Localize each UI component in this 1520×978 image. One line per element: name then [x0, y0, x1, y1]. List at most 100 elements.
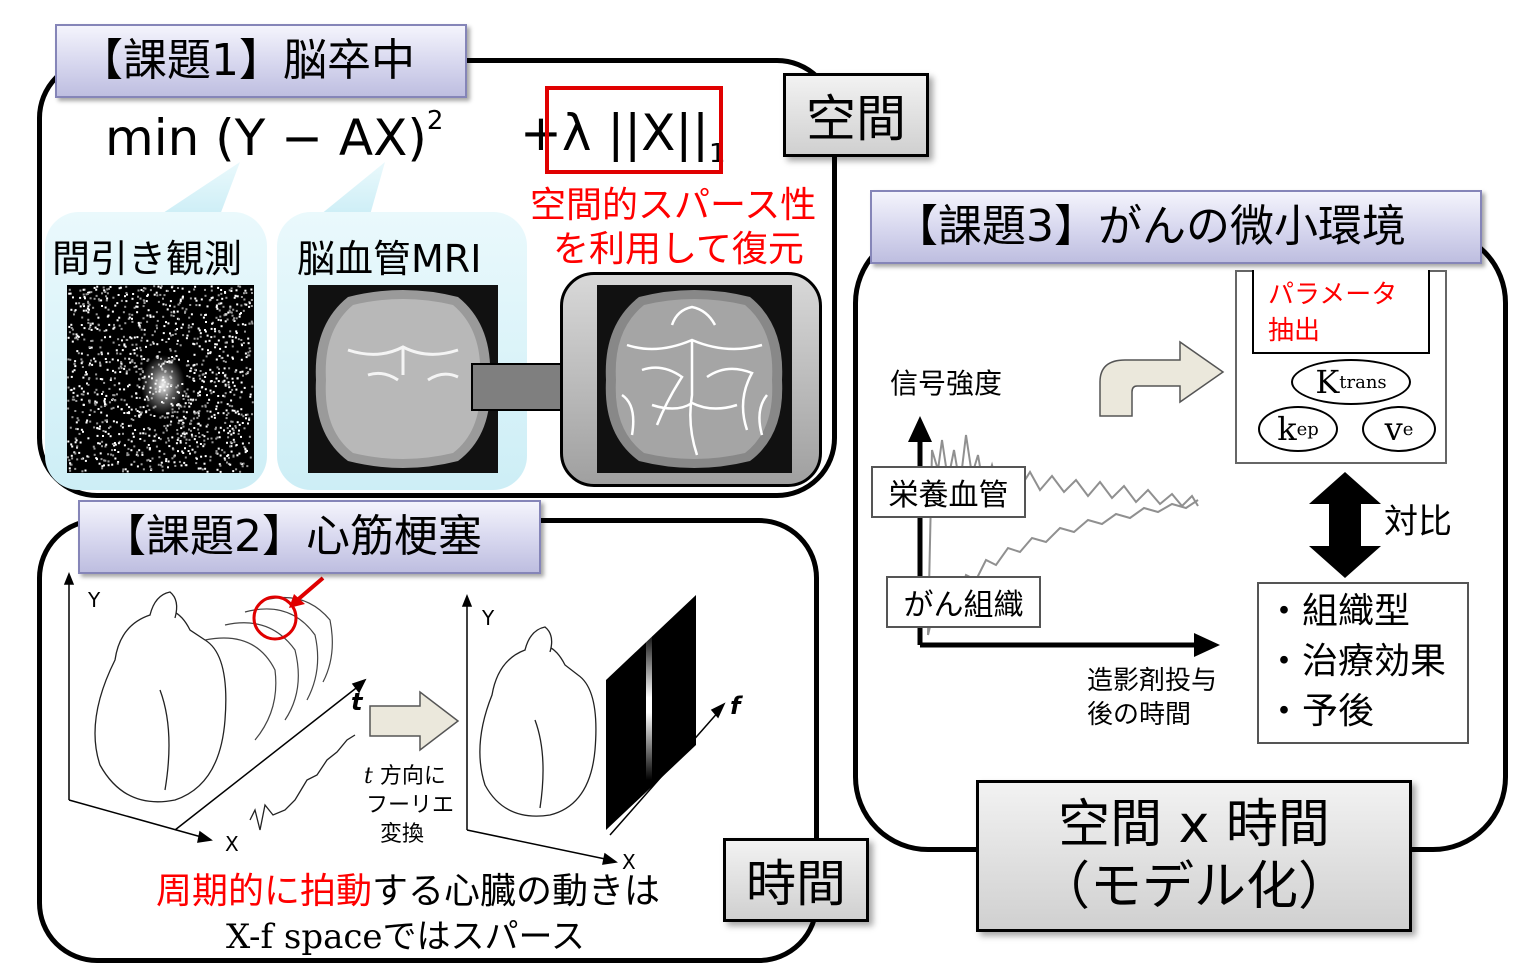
noise-dot	[229, 445, 232, 448]
noise-dot	[142, 299, 145, 302]
noise-dot	[194, 435, 197, 437]
noise-dot	[97, 408, 100, 410]
noise-dot	[238, 315, 241, 318]
noise-dot	[242, 309, 245, 312]
noise-dot	[130, 360, 133, 363]
noise-dot	[178, 407, 180, 410]
noise-dot	[213, 335, 216, 338]
noise-dot	[138, 386, 141, 389]
noise-dot	[174, 329, 177, 332]
noise-dot	[203, 462, 206, 465]
noise-dot	[183, 390, 186, 393]
noise-dot	[85, 373, 88, 376]
noise-dot	[80, 324, 83, 326]
noise-dot	[181, 296, 184, 299]
noise-dot	[198, 410, 201, 413]
noise-dot	[127, 424, 130, 427]
noise-dot	[135, 343, 138, 346]
noise-dot	[119, 352, 122, 355]
noise-dot	[67, 336, 70, 339]
noise-dot	[237, 413, 240, 416]
noise-dot	[133, 306, 136, 309]
task3-title: 【課題3】がんの微小環境	[870, 190, 1482, 264]
noise-dot	[185, 392, 188, 395]
noise-dot	[76, 394, 79, 397]
noise-dot	[86, 419, 89, 422]
noise-dot	[125, 292, 128, 294]
noise-dot	[100, 411, 103, 414]
noise-dot	[224, 383, 227, 386]
noise-dot	[75, 439, 78, 442]
noise-dot	[188, 401, 190, 404]
noise-dot	[104, 459, 107, 462]
noise-dot	[149, 465, 152, 468]
noise-dot	[202, 316, 205, 319]
noise-dot	[196, 337, 199, 340]
noise-dot	[166, 424, 169, 427]
noise-dot	[126, 452, 129, 455]
noise-dot	[183, 431, 186, 434]
noise-dot	[223, 367, 226, 370]
noise-dot	[192, 417, 195, 420]
noise-dot	[223, 379, 226, 382]
noise-dot	[195, 457, 198, 460]
noise-dot	[231, 388, 234, 391]
noise-dot	[151, 334, 154, 337]
noise-dot	[87, 305, 90, 308]
noise-dot	[121, 422, 124, 425]
noise-dot	[244, 413, 247, 416]
noise-dot	[138, 415, 141, 418]
noise-dot	[247, 342, 250, 345]
heart-xf-diagram	[461, 593, 726, 865]
noise-dot	[227, 456, 230, 459]
noise-dot	[241, 323, 244, 326]
noise-dot	[70, 327, 73, 329]
noise-dot	[193, 438, 196, 441]
noise-dot	[81, 360, 84, 363]
noise-dot	[206, 431, 209, 433]
noise-dot	[221, 449, 224, 452]
noise-dot	[231, 339, 234, 342]
noise-dot	[210, 380, 213, 382]
noise-dot	[72, 391, 75, 394]
noise-dot	[211, 371, 214, 374]
noise-dot	[117, 294, 120, 296]
noise-dot	[193, 451, 196, 454]
noise-dot	[130, 463, 133, 466]
noise-dot	[133, 445, 136, 448]
noise-dot	[156, 319, 159, 322]
noise-dot	[229, 330, 232, 333]
noise-dot	[185, 308, 188, 311]
noise-dot	[198, 391, 201, 393]
noise-dot	[73, 313, 75, 316]
noise-dot	[146, 446, 149, 449]
noise-dot	[123, 399, 126, 402]
noise-dot	[241, 465, 244, 468]
noise-dot	[126, 470, 129, 473]
noise-dot	[240, 312, 242, 315]
noise-dot	[143, 302, 146, 304]
noise-dot	[125, 403, 128, 406]
noise-dot	[209, 455, 212, 458]
noise-dot	[148, 448, 151, 451]
noise-dot	[240, 304, 243, 307]
noise-dot	[131, 317, 133, 320]
noise-dot	[93, 426, 96, 429]
noise-dot	[216, 366, 219, 369]
noise-dot	[181, 423, 184, 426]
noise-dot	[138, 411, 141, 414]
noise-dot	[118, 433, 121, 436]
task1-title: 【課題1】脳卒中	[55, 24, 467, 98]
noise-dot	[175, 355, 178, 357]
series-tumor-text: がん組織	[903, 588, 1024, 623]
noise-dot	[155, 433, 158, 436]
noise-dot	[95, 388, 98, 391]
noise-dot	[232, 432, 235, 435]
noise-dot	[100, 299, 103, 302]
noise-dot	[190, 367, 193, 370]
task3-title-text: 【課題3】がんの微小環境	[894, 201, 1406, 252]
noise-dot	[113, 442, 116, 444]
noise-dot	[74, 441, 77, 444]
noise-dot	[84, 373, 87, 376]
noise-dot	[219, 464, 222, 467]
